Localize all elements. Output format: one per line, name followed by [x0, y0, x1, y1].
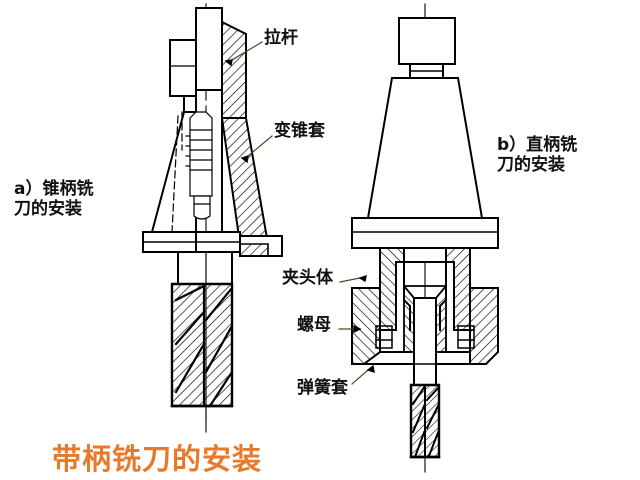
caption-b-line2: 刀的安装: [497, 155, 565, 176]
label-pull-rod: 拉杆: [264, 28, 298, 48]
leader-chuck-body: [339, 277, 361, 283]
label-chuck-body: 夹头体: [282, 268, 333, 288]
right-flange-plate: [351, 217, 499, 249]
leader-collet: [351, 369, 369, 385]
adapter-head-collar: [169, 39, 197, 113]
taper-adapter-sleeve: [220, 117, 270, 245]
end-mill-cutter-body: [170, 282, 234, 408]
caption-b-line1: b）直柄铣: [497, 135, 578, 155]
label-taper-sleeve: 变锥套: [274, 121, 325, 141]
leader-pull-rod: [231, 41, 263, 61]
caption-b: b）直柄铣 刀的安装: [497, 135, 577, 175]
leader-arrow-heads: [224, 59, 375, 374]
internal-stud: [185, 111, 213, 220]
right-assembly-straight-shank-milling-cutter: [351, 3, 499, 473]
caption-a-line2: 刀的安装: [14, 199, 82, 220]
caption-a: a）锥柄铣 刀的安装: [14, 179, 93, 219]
pull-stud-head: [398, 17, 456, 79]
label-nut: 螺母: [297, 315, 331, 335]
straight-shank-end-mill: [409, 383, 441, 459]
page-title: 带柄铣刀的安装: [52, 442, 263, 476]
caption-a-line1: a）锥柄铣: [14, 179, 94, 199]
leader-taper-sleeve: [247, 135, 273, 157]
taper-cone-body: [366, 77, 484, 219]
label-collet: 弹簧套: [297, 378, 348, 398]
straight-shank: [413, 297, 437, 386]
cutter-shank: [177, 251, 233, 285]
clamping-nut: [351, 287, 499, 365]
left-assembly-taper-shank-milling-cutter: [142, 3, 283, 433]
pull-rod-part: [195, 7, 247, 119]
leader-lines: [231, 41, 369, 385]
flange-plate: [142, 231, 283, 257]
